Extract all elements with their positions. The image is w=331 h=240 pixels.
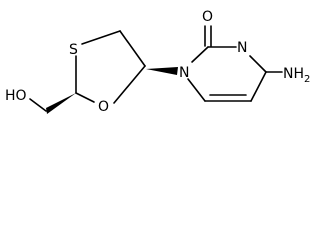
bond-n1-c2 [191, 46, 209, 63]
bond-n3-c4 [249, 55, 267, 73]
bond-c4-c5 [250, 71, 267, 102]
atom-nitrogen-n1: N [179, 65, 189, 81]
bond-oring-c5 [113, 65, 146, 104]
bond-ch2-oh [29, 98, 47, 112]
atom-hydroxyl: HO [5, 88, 27, 104]
bond-c6-n1 [187, 78, 206, 102]
atom-amino: NH2 [283, 66, 310, 85]
wedge-bond-c2-ch2 [46, 93, 76, 114]
wedge-bond-c5-n1 [146, 67, 178, 75]
bond-s-ch2 [81, 30, 121, 45]
chemical-structure: O N N NH2 S O HO [5, 9, 310, 115]
atom-nitrogen-n3: N [237, 40, 247, 56]
atom-oxygen-ring: O [98, 99, 109, 115]
atom-oxygen-carbonyl: O [202, 9, 213, 25]
atom-sulfur: S [69, 42, 78, 58]
bond-c2-oring [75, 92, 95, 103]
bond-ch2-c5 [119, 30, 146, 67]
